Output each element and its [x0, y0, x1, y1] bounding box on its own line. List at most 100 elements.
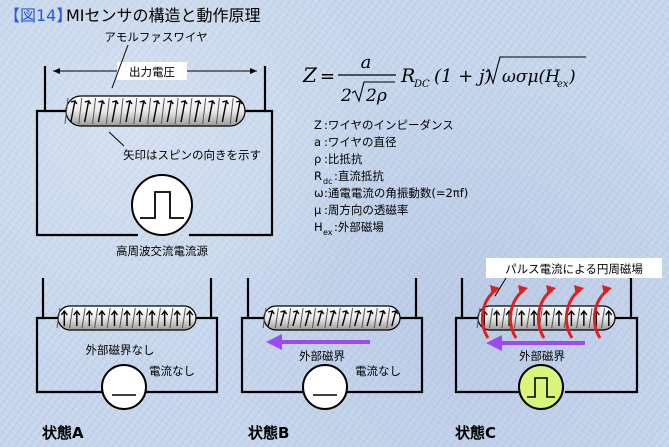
svg-text:a: a [314, 135, 321, 149]
spin-arrow-icon [166, 100, 174, 123]
coil-segment-line [181, 307, 186, 329]
legend-item: R dc :直流抵抗 [314, 169, 384, 186]
state-b-label: 状態B [248, 424, 289, 442]
state-c-label: 状態C [455, 424, 496, 442]
state-b-coil [262, 305, 401, 331]
voltage-arrow-left [53, 68, 60, 74]
figure-title: MIセンサの構造と動作原理 [66, 6, 261, 25]
source-label: 高周波交流電流源 [116, 244, 208, 258]
svg-text::周方向の透磁率: :周方向の透磁率 [324, 203, 408, 217]
formula-equals: = [320, 66, 335, 87]
formula-root-term-end: ) [568, 67, 576, 87]
coil-segment-line [361, 307, 366, 329]
state-c-wire-right [565, 278, 639, 394]
spin-arrow-icon [73, 309, 81, 326]
spin-arrow-icon [354, 310, 362, 327]
coil-segment-line [349, 307, 354, 329]
spin-arrow-icon [235, 100, 243, 123]
svg-text::外部磁場: :外部磁場 [334, 220, 384, 234]
formula-rdc: R [400, 65, 415, 87]
coil-segment-line [488, 307, 493, 329]
state-a-current-label: 電流なし [149, 364, 195, 378]
coil-segment-line [324, 307, 329, 329]
state-b-wire-left [240, 278, 305, 394]
svg-text::通電電流の角振動数(=2πf): :通電電流の角振動数(=2πf) [324, 186, 468, 200]
formula-lhs: Z [302, 63, 318, 87]
spin-arrow-icon [111, 100, 119, 123]
spin-arrow-icon [391, 310, 399, 327]
spin-arrow-icon [493, 309, 501, 326]
legend-item: ω :通電電流の角振動数(=2πf) [314, 186, 468, 200]
state-b-circuit: 外部磁界 電流なし 状態B [240, 278, 424, 442]
circumferential-field-arrowhead [518, 285, 528, 295]
spin-note-leader [108, 131, 125, 147]
coil-segment-line [311, 307, 316, 329]
coil-segment-line [229, 97, 234, 125]
circumferential-field-arrowhead [602, 285, 612, 295]
formula-rdc-sub: DC [413, 79, 430, 90]
svg-text:Z: Z [314, 118, 322, 132]
coil-segment-line [119, 97, 124, 125]
coil-segment-line [299, 307, 304, 329]
coil-segment-line [202, 97, 207, 125]
spin-arrow-icon [567, 309, 575, 326]
coil-segment-line [188, 97, 193, 125]
coil-segment-line [119, 307, 124, 329]
spin-arrow-icon [221, 100, 229, 123]
state-a-field-label: 外部磁界なし [86, 343, 155, 357]
pulse-current-source [518, 364, 564, 410]
formula-inner-root [351, 81, 395, 103]
pulse-waveform-icon [527, 377, 555, 398]
coil-segment-line [147, 97, 152, 125]
coil-segment-line [92, 97, 97, 125]
legend-item: μ :周方向の透磁率 [314, 203, 408, 217]
coil-segment-line [274, 307, 279, 329]
external-field-arrow-head [266, 334, 282, 350]
coil-segment-line [144, 307, 149, 329]
top-circuit-wire-right [189, 66, 274, 237]
voltage-label-box [117, 62, 187, 80]
state-a-coil [56, 305, 197, 331]
coil-segment-line [78, 97, 83, 125]
coil-segment-line [160, 97, 165, 125]
svg-text:dc: dc [323, 177, 332, 186]
state-a-wire-right [143, 278, 219, 394]
formula-denominator-prefix: 2 [340, 86, 352, 106]
legend-item: ρ :比抵抗 [314, 152, 363, 166]
amorphous-wire-label: アモルファスワイヤ [104, 30, 207, 44]
impedance-formula: Z = a 2 2ρ R DC (1 + j) ωσμ(H ex ) [302, 52, 586, 106]
legend-item: Z :ワイヤのインピーダンス [314, 118, 454, 132]
coil-segment-line [56, 307, 61, 329]
state-a-wire-left [35, 278, 105, 394]
coil-segment-line [551, 307, 556, 329]
coil-segment-line [476, 307, 481, 329]
figure-number: 【図14】 [4, 6, 72, 25]
state-c-field-label: 外部磁界 [519, 349, 565, 363]
spin-arrow-icon [304, 310, 312, 327]
spin-arrow-icon [530, 309, 538, 326]
svg-text:μ: μ [314, 203, 322, 217]
svg-text::ワイヤの直径: :ワイヤの直径 [324, 135, 397, 149]
state-b-wire-right [347, 278, 424, 394]
state-b-current-label: 電流なし [355, 364, 401, 378]
spin-arrow-icon [378, 310, 387, 327]
spin-arrow-icon [518, 309, 526, 326]
state-b-source [302, 364, 348, 410]
coil-segment-line [169, 307, 174, 329]
state-c-circuit: 外部磁界 パルス電流による円周磁場 状態C [454, 258, 662, 442]
spin-arrow-icon [173, 309, 181, 326]
svg-text:ω: ω [314, 186, 324, 200]
svg-text:ρ: ρ [314, 152, 321, 166]
coil-segment-line [501, 307, 506, 329]
coil-segment-line [215, 97, 220, 125]
coil-segment-line [105, 97, 110, 125]
coil-segment-line [373, 307, 378, 329]
spin-arrow-icon [542, 309, 551, 326]
svg-text::比抵抗: :比抵抗 [324, 152, 363, 166]
spin-arrow-icon [152, 100, 161, 123]
coil-segment-line [336, 307, 341, 329]
coil-segment-line [133, 97, 138, 125]
spin-arrow-icon [341, 310, 349, 327]
spin-arrow-icon [186, 309, 194, 326]
spin-arrow-icon [555, 309, 563, 326]
